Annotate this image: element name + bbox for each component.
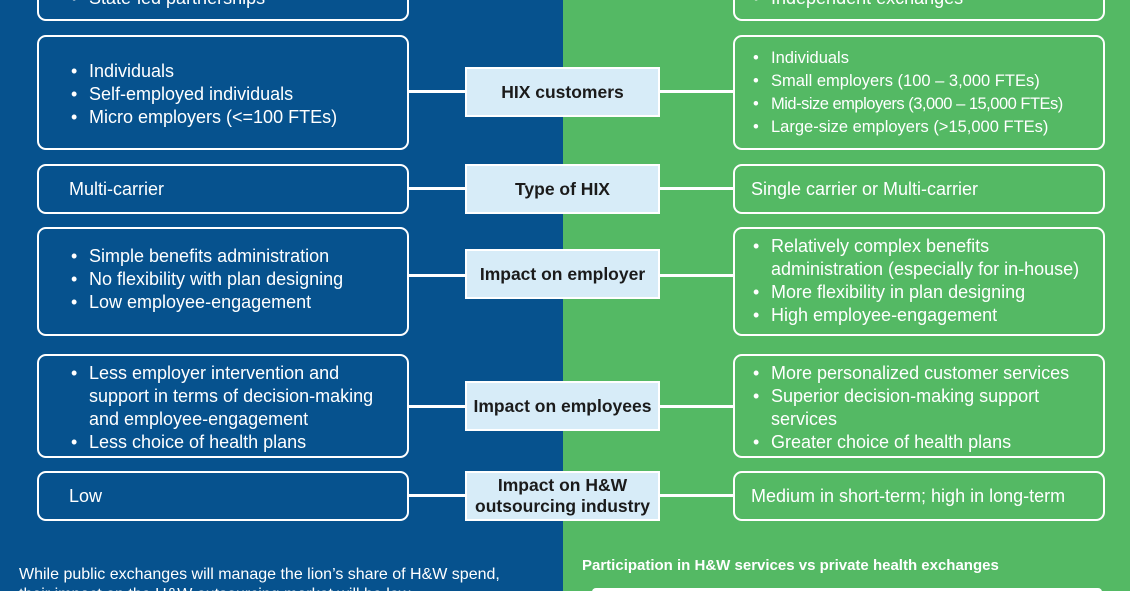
- left-type-box: Multi-carrier: [37, 164, 409, 214]
- category-line: Impact on H&W: [497, 475, 628, 495]
- left-footer-note: While public exchanges will manage the l…: [19, 565, 559, 605]
- list-item: Independent exchanges: [751, 0, 1103, 10]
- list-item: Mid-size employers (3,000 – 15,000 FTEs): [751, 93, 1103, 116]
- category-hix-customers: HIX customers: [465, 67, 660, 117]
- list-item: Micro employers (<=100 FTEs): [69, 106, 407, 129]
- list-item: Simple benefits administration: [69, 245, 407, 268]
- connector-line: [409, 274, 465, 277]
- list-item: Small employers (100 – 3,000 FTEs): [751, 70, 1103, 93]
- left-partnerships-box: State-led partnerships: [37, 0, 409, 21]
- connector-line: [660, 187, 733, 190]
- connector-line: [660, 90, 733, 93]
- footer-line: While public exchanges will manage the l…: [19, 566, 500, 583]
- right-hix-customers-box: Individuals Small employers (100 – 3,000…: [733, 35, 1105, 150]
- industry-impact-value: Low: [69, 485, 103, 506]
- list-item: Less choice of health plans: [69, 431, 387, 454]
- footer-line: their impact on the H&W outsourcing mark…: [19, 586, 411, 603]
- right-independent-box: Independent exchanges: [733, 0, 1105, 21]
- list-item: Individuals: [69, 60, 407, 83]
- type-value: Multi-carrier: [69, 178, 165, 199]
- list-item: Less employer intervention and support i…: [69, 362, 387, 431]
- list-item: Superior decision-making support service…: [751, 385, 1073, 431]
- category-impact-employees: Impact on employees: [465, 381, 660, 431]
- connector-line: [409, 494, 465, 497]
- right-footer-title: Participation in H&W services vs private…: [582, 557, 999, 574]
- category-impact-employer: Impact on employer: [465, 249, 660, 299]
- category-type-of-hix: Type of HIX: [465, 164, 660, 214]
- list-item: Relatively complex benefits administrati…: [751, 235, 1099, 281]
- connector-line: [409, 405, 465, 408]
- list-item: Self-employed individuals: [69, 83, 407, 106]
- connector-line: [660, 494, 733, 497]
- connector-line: [409, 90, 465, 93]
- list-item: Low employee-engagement: [69, 291, 407, 314]
- right-employees-box: More personalized customer services Supe…: [733, 354, 1105, 458]
- connector-line: [660, 274, 733, 277]
- type-value: Single carrier or Multi-carrier: [751, 178, 979, 199]
- list-item: Large-size employers (>15,000 FTEs): [751, 116, 1103, 139]
- left-hix-customers-box: Individuals Self-employed individuals Mi…: [37, 35, 409, 150]
- right-type-box: Single carrier or Multi-carrier: [733, 164, 1105, 214]
- left-industry-box: Low: [37, 471, 409, 521]
- right-footer-panel: [592, 588, 1102, 608]
- right-employer-box: Relatively complex benefits administrati…: [733, 227, 1105, 336]
- category-line: outsourcing industry: [475, 496, 650, 516]
- list-item: High employee-engagement: [751, 304, 1099, 327]
- list-item: No flexibility with plan designing: [69, 268, 407, 291]
- left-employer-box: Simple benefits administration No flexib…: [37, 227, 409, 336]
- list-item: More personalized customer services: [751, 362, 1073, 385]
- connector-line: [409, 187, 465, 190]
- connector-line: [660, 405, 733, 408]
- industry-impact-value: Medium in short-term; high in long-term: [751, 485, 1066, 506]
- list-item: More flexibility in plan designing: [751, 281, 1099, 304]
- list-item: Greater choice of health plans: [751, 431, 1073, 454]
- list-item: Individuals: [751, 47, 1103, 70]
- left-employees-box: Less employer intervention and support i…: [37, 354, 409, 458]
- list-item: State-led partnerships: [69, 0, 407, 10]
- category-impact-industry: Impact on H&W outsourcing industry: [465, 471, 660, 521]
- right-industry-box: Medium in short-term; high in long-term: [733, 471, 1105, 521]
